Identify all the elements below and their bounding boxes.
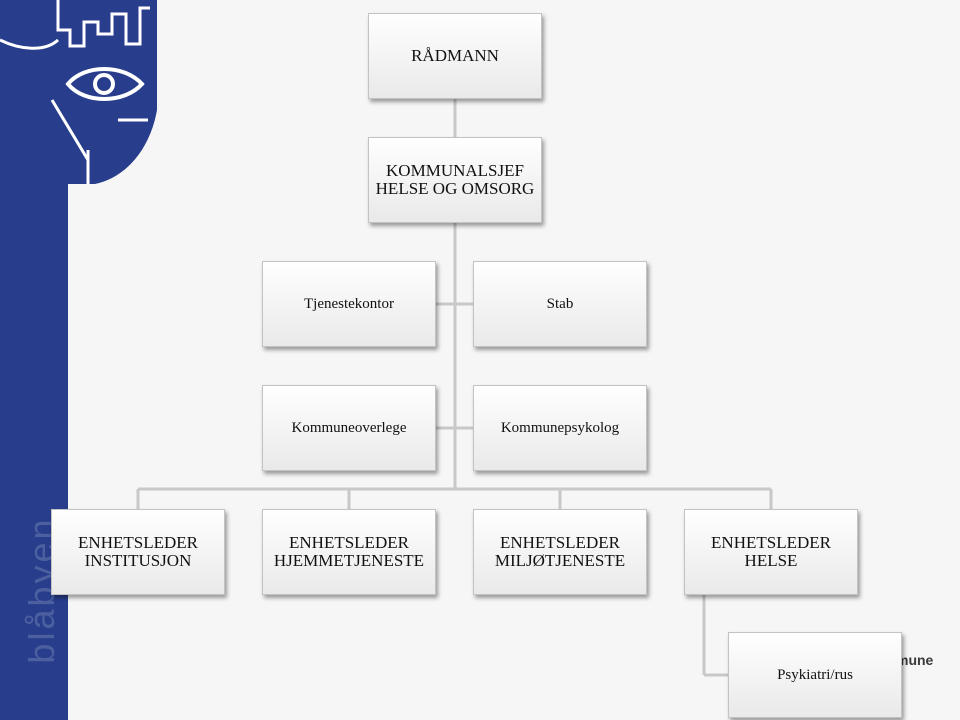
- org-box-enhetsleder-miljotjeneste: ENHETSLEDER MILJØTJENESTE: [473, 509, 647, 595]
- org-box-tjenestekontor: Tjenestekontor: [262, 261, 436, 347]
- unit-area: INSTITUSJON: [84, 551, 192, 570]
- org-box-kommuneoverlege: Kommuneoverlege: [262, 385, 436, 471]
- org-box-stab: Stab: [473, 261, 647, 347]
- org-box-enhetsleder-institusjon: ENHETSLEDER INSTITUSJON: [51, 509, 225, 595]
- kommunalsjef-area: HELSE OG OMSORG: [375, 179, 535, 198]
- kommunepsykolog-label: Kommunepsykolog: [500, 420, 620, 436]
- unit-title: ENHETSLEDER: [711, 533, 831, 552]
- org-box-kommunepsykolog: Kommunepsykolog: [473, 385, 647, 471]
- org-box-radmann: RÅDMANN: [368, 13, 542, 99]
- stab-label: Stab: [546, 296, 574, 312]
- kommuneoverlege-label: Kommuneoverlege: [291, 420, 407, 436]
- org-box-psykiatri-rus: Psykiatri/rus: [728, 632, 902, 718]
- unit-title: ENHETSLEDER: [500, 533, 620, 552]
- org-box-enhetsleder-helse: ENHETSLEDER HELSE: [684, 509, 858, 595]
- unit-title: ENHETSLEDER: [78, 533, 198, 552]
- psykiatri-rus-label: Psykiatri/rus: [777, 667, 853, 683]
- unit-area: HJEMMETJENESTE: [273, 551, 425, 570]
- org-box-enhetsleder-hjemmetjeneste: ENHETSLEDER HJEMMETJENESTE: [262, 509, 436, 595]
- city-face-logo-icon: [0, 0, 157, 184]
- kommune-footer-text: mune: [896, 652, 934, 668]
- kommunalsjef-title: KOMMUNALSJEF: [386, 161, 524, 180]
- radmann-label: RÅDMANN: [411, 46, 499, 65]
- tjenestekontor-label: Tjenestekontor: [304, 296, 394, 312]
- unit-area: MILJØTJENESTE: [494, 551, 626, 570]
- unit-title: ENHETSLEDER: [289, 533, 409, 552]
- org-box-kommunalsjef: KOMMUNALSJEF HELSE OG OMSORG: [368, 137, 542, 223]
- unit-area: HELSE: [744, 551, 798, 570]
